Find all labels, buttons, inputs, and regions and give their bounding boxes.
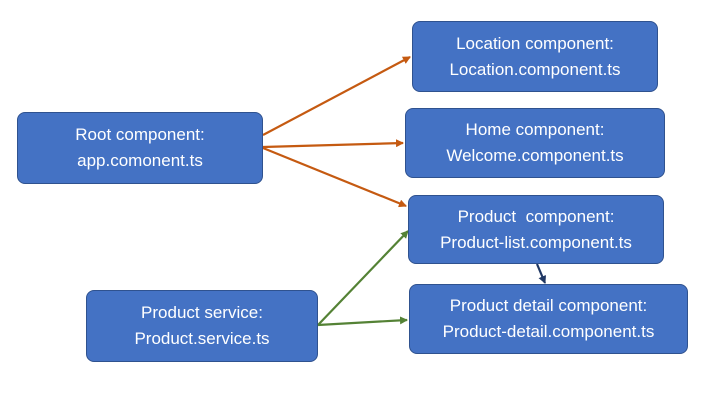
- product-component-node: Product component: Product-list.componen…: [408, 195, 664, 264]
- arrow-service-to-product: [317, 230, 409, 326]
- arrow-root-to-location: [262, 56, 411, 136]
- node-title: Product component:: [457, 206, 615, 226]
- node-title: Product detail component:: [449, 296, 648, 315]
- arrow-product-to-detail: [535, 263, 547, 284]
- node-file: Product-detail.component.ts: [442, 322, 655, 341]
- product-service-node: Product service: Product.service.ts: [86, 290, 318, 362]
- node-title: Home component:: [465, 120, 605, 139]
- node-file: Product.service.ts: [134, 329, 270, 348]
- node-title: Root component:: [75, 125, 205, 144]
- node-title: Product service:: [141, 303, 263, 322]
- home-component-node: Home component: Welcome.component.ts: [405, 108, 665, 178]
- node-file: Product-list.component.ts: [440, 232, 632, 252]
- arrow-service-to-detail: [317, 316, 408, 327]
- node-title: Location component:: [456, 33, 614, 53]
- arrow-root-to-home: [262, 139, 404, 149]
- product-detail-component-node: Product detail component: Product-detail…: [409, 284, 688, 354]
- node-file: Location.component.ts: [449, 59, 621, 79]
- location-component-node: Location component: Location.component.t…: [412, 21, 658, 92]
- arrow-root-to-product: [262, 146, 407, 208]
- node-file: app.comonent.ts: [77, 151, 203, 170]
- node-file: Welcome.component.ts: [446, 146, 624, 165]
- root-component-node: Root component: app.comonent.ts: [17, 112, 263, 184]
